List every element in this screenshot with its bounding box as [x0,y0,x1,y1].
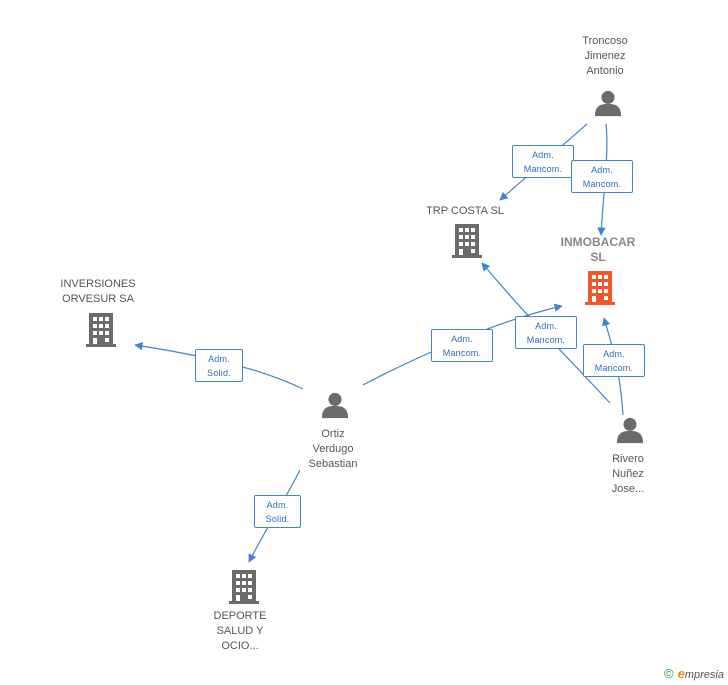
edge-label-troncoso-trp: Adm. Mancom. [512,145,574,178]
edge-label-troncoso-inmobacar: Adm. Mancom. [571,160,633,193]
edge-role-line2: Mancom. [594,363,634,373]
edge-role-line1: Adm. [451,334,473,344]
edge-role-line2: Mancom. [582,179,622,189]
copyright-icon: © [664,666,674,681]
edge-label-rivero-trp: Adm. Mancom. [515,316,577,349]
building-icon[interactable] [86,313,116,347]
node-label-troncoso[interactable]: Troncoso Jimenez Antonio [582,35,628,77]
person-icon[interactable] [594,90,622,117]
brand-initial: e [677,666,685,681]
edge-role-line1: Adm. [603,349,625,359]
building-icon[interactable] [229,570,259,604]
node-label-inmobacar[interactable]: INMOBACAR SL [560,235,636,264]
building-icon[interactable] [585,271,615,305]
building-icon[interactable] [452,224,482,258]
brand-name: mpresia [684,669,724,681]
node-label-ortiz[interactable]: Ortiz Verdugo Sebastian [308,428,358,470]
edge-role-line2: Mancom. [523,164,563,174]
edge-role-line1: Adm. [208,354,230,364]
edge-role-line2: Solid. [207,368,231,378]
edge-role-line2: Mancom. [442,348,482,358]
edge-label-ortiz-inmobacar: Adm. Mancom. [431,329,493,362]
edge-role-line2: Mancom. [526,335,566,345]
edge-label-rivero-inmobacar: Adm. Mancom. [583,344,645,377]
footer-brand: © empresia [664,666,724,681]
person-icon[interactable] [616,417,644,444]
node-label-inversiones[interactable]: INVERSIONES ORVESUR SA [60,278,136,305]
node-label-rivero[interactable]: Rivero Nuñez Jose... [611,453,645,495]
brand-logo[interactable]: empresia [678,666,724,681]
person-icon[interactable] [321,392,349,419]
edge-role-line1: Adm. [591,165,613,175]
edge-role-line2: Solid. [265,514,290,524]
edge-label-ortiz-deporte: Adm. Solid. [254,495,301,528]
node-label-deporte[interactable]: DEPORTE SALUD Y OCIO... [213,610,267,652]
node-label-trp-costa[interactable]: TRP COSTA SL [426,205,504,217]
edge-role-line1: Adm. [532,150,554,160]
edge-role-line1: Adm. [535,321,557,331]
edge-label-ortiz-inversiones: Adm. Solid. [195,349,243,382]
edge-role-line1: Adm. [266,500,289,510]
